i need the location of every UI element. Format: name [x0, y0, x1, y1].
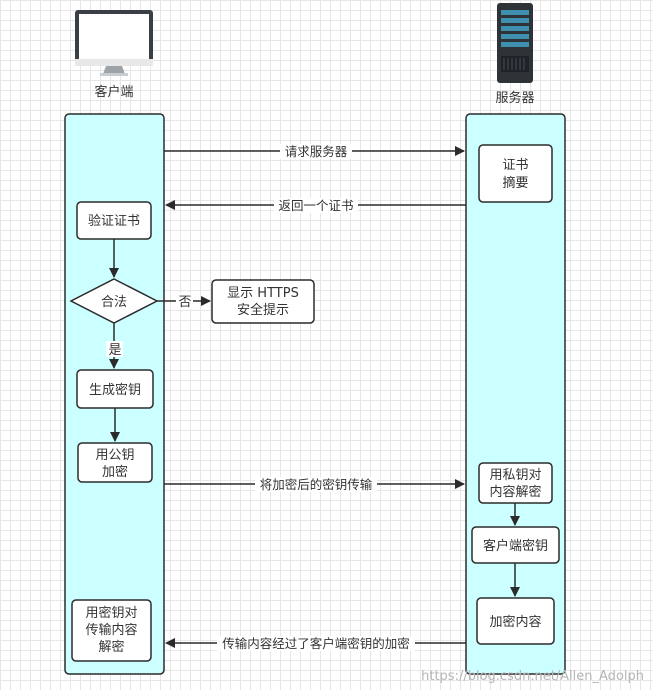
encrypt-content-text: 加密内容 [489, 614, 541, 630]
key-decrypt-line1: 用密钥对 [85, 605, 137, 621]
decision-text: 合法 [101, 295, 127, 310]
cert-digest-line2: 摘要 [502, 175, 528, 191]
warning-line2: 安全提示 [237, 302, 289, 318]
public-encrypt-line1: 用公钥 [95, 448, 134, 463]
key-decrypt-line2: 传输内容 [85, 622, 137, 638]
verify-cert-text: 验证证书 [88, 213, 140, 229]
cert-digest-line1: 证书 [502, 158, 528, 173]
msg-send-content-label: 传输内容经过了客户端密钥的加密 [222, 636, 410, 651]
monitor-icon [75, 10, 153, 76]
cert-digest-node: 证书 摘要 [478, 144, 553, 203]
watermark: https://blog.csdn.net/Allen_Adolph [421, 669, 644, 684]
warning-line1: 显示 HTTPS [227, 286, 299, 301]
client-label: 客户端 [94, 84, 133, 100]
encrypt-content-node: 加密内容 [476, 597, 555, 645]
public-key-encrypt-node: 用公钥 加密 [77, 442, 153, 483]
legitimacy-decision: 合法 [69, 278, 159, 324]
msg-send-key-label: 将加密后的密钥传输 [260, 477, 373, 492]
generate-key-text: 生成密钥 [89, 382, 141, 398]
server-label: 服务器 [495, 90, 534, 106]
server-rack-icon [497, 3, 533, 83]
no-label: 否 [178, 295, 191, 310]
client-key-node: 客户端密钥 [471, 526, 560, 564]
verify-cert-node: 验证证书 [76, 201, 152, 240]
key-decrypt-line3: 解密 [98, 639, 124, 655]
client-key-text: 客户端密钥 [483, 538, 548, 554]
https-warning-node: 显示 HTTPS 安全提示 [211, 279, 315, 324]
generate-key-node: 生成密钥 [76, 369, 154, 409]
public-encrypt-line2: 加密 [102, 464, 128, 480]
private-decrypt-line1: 用私钥对 [489, 468, 541, 483]
msg-request-server-label: 请求服务器 [285, 144, 348, 159]
yes-label: 是 [108, 343, 121, 358]
key-decrypt-node: 用密钥对 传输内容 解密 [71, 599, 152, 662]
msg-return-cert-label: 返回一个证书 [278, 198, 353, 213]
private-decrypt-line2: 内容解密 [489, 484, 541, 500]
private-key-decrypt-node: 用私钥对 内容解密 [478, 462, 553, 504]
